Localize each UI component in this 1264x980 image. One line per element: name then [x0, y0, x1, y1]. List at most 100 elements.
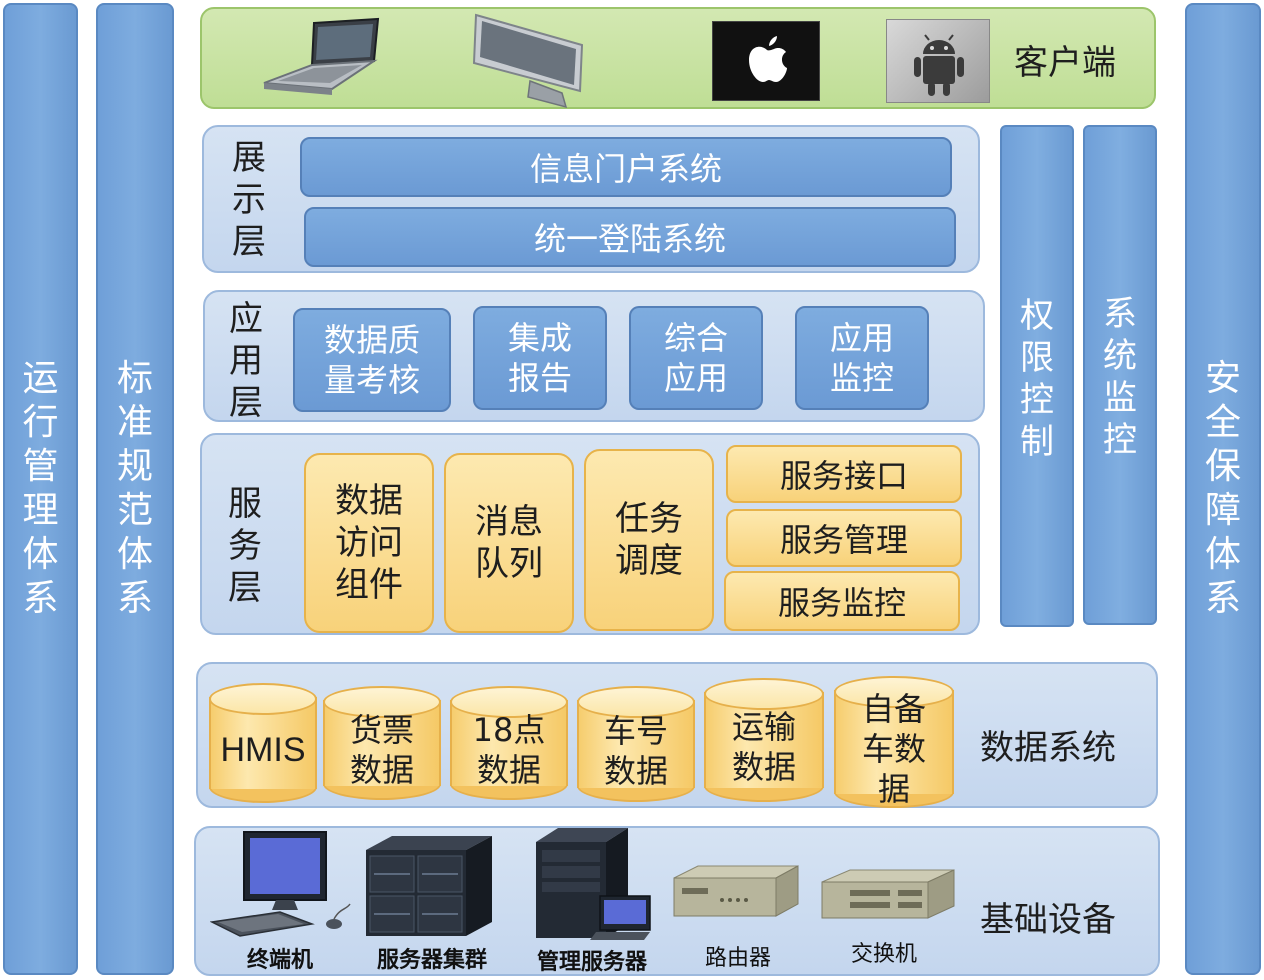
app-box-report: 集成 报告	[473, 306, 607, 410]
ops-management-pillar: 运行管理体系	[3, 3, 78, 975]
terminal-label: 终端机	[246, 948, 313, 973]
app-box-monitor-text: 应用 监控	[829, 319, 894, 397]
application-layer-label-char: 层	[229, 383, 263, 423]
service-monitor-text: 服务监控	[777, 584, 906, 622]
application-layer-label-char: 应	[229, 299, 263, 339]
permission-text: 权限控制	[1002, 295, 1072, 463]
task-scheduling-text: 任务 调度	[615, 499, 683, 581]
security-char: 系	[1204, 578, 1241, 619]
service-layer-label-char: 层	[228, 568, 262, 608]
app-box-quality-text: 数据质 量考核	[323, 321, 420, 399]
security-text: 安全保障体系	[1205, 357, 1241, 621]
app-box-quality: 数据质 量考核	[293, 308, 451, 412]
switch-label: 交换机	[850, 942, 917, 967]
standards-char: 标	[116, 358, 153, 399]
data-access-component: 数据 访问 组件	[304, 453, 434, 633]
application-layer-label-char: 用	[229, 341, 263, 381]
permission-char: 制	[1020, 422, 1054, 462]
permission-pillar: 权限控制	[1000, 125, 1074, 627]
security-char: 全	[1204, 402, 1241, 443]
router-label: 路由器	[704, 946, 771, 971]
data-store-cylinder: 18点 数据	[450, 686, 568, 800]
ops-management-char: 运	[22, 358, 59, 399]
system-monitor-char: 控	[1103, 420, 1137, 460]
info-portal-bar: 信息门户系统	[300, 137, 952, 197]
data-store-cylinder: 自备 车数 据	[834, 676, 954, 808]
data-store-label: 18点 数据	[472, 711, 546, 789]
data-system-title: 数据系统	[980, 728, 1116, 768]
system-monitor-pillar: 系统监控	[1083, 125, 1157, 625]
standards-char: 规	[116, 446, 153, 487]
management-server-icon	[536, 828, 651, 940]
data-store-cylinder: 车号 数据	[577, 686, 695, 802]
message-queue-text: 消息 队列	[475, 502, 543, 584]
system-monitor-char: 统	[1103, 336, 1137, 376]
standards-char: 准	[116, 402, 153, 443]
data-store-label: HMIS	[220, 731, 306, 769]
data-store-label: 车号 数据	[603, 712, 668, 790]
ops-management-char: 理	[22, 490, 59, 531]
server-cluster-label: 服务器集群	[376, 948, 487, 973]
service-layer-label: 服务层	[228, 483, 262, 609]
service-management-text: 服务管理	[779, 521, 908, 559]
ops-management-char: 行	[22, 402, 59, 443]
app-box-report-text: 集成 报告	[507, 319, 572, 397]
standards-pillar: 标准规范体系	[96, 3, 174, 975]
message-queue: 消息 队列	[444, 453, 574, 633]
standards-text: 标准规范体系	[117, 357, 153, 621]
presentation-layer-label: 展示层	[232, 137, 266, 263]
application-layer: 应用层 数据质 量考核 集成 报告 综合 应用 应用 监控	[203, 290, 985, 424]
system-monitor-char: 监	[1103, 378, 1137, 418]
data-store-cylinder: HMIS	[209, 683, 317, 803]
client-band: 客户端	[200, 7, 1156, 109]
app-box-integrated: 综合 应用	[629, 306, 763, 410]
service-layer-label-char: 服	[228, 484, 262, 524]
info-portal-text: 信息门户系统	[529, 150, 722, 188]
permission-char: 控	[1020, 380, 1054, 420]
client-title: 客户端	[1014, 43, 1116, 83]
unified-login-text: 统一登陆系统	[533, 220, 726, 258]
standards-char: 体	[116, 534, 153, 575]
application-layer-label: 应用层	[229, 298, 263, 424]
router-icon	[673, 865, 799, 917]
security-pillar: 安全保障体系	[1185, 3, 1261, 975]
infrastructure-title: 基础设备	[980, 900, 1116, 940]
ops-management-char: 系	[22, 578, 59, 619]
terminal-computer-icon	[210, 831, 351, 937]
presentation-layer-label-char: 示	[232, 180, 266, 220]
service-layer: 服务层 数据 访问 组件 消息 队列 任务 调度 服务接口 服务管理 服务监控	[200, 433, 980, 635]
service-interface-text: 服务接口	[779, 457, 908, 495]
service-interface-bar: 服务接口	[726, 445, 962, 503]
android-icon	[886, 19, 990, 103]
data-store-cylinder: 货票 数据	[323, 686, 441, 800]
security-char: 障	[1204, 490, 1241, 531]
data-access-text: 数据 访问 组件	[335, 481, 403, 605]
task-scheduling: 任务 调度	[584, 449, 714, 631]
monitor-icon	[472, 13, 584, 109]
data-store-label: 货票 数据	[349, 711, 414, 789]
ops-management-char: 体	[22, 534, 59, 575]
permission-char: 权	[1020, 296, 1054, 336]
permission-char: 限	[1020, 338, 1054, 378]
presentation-layer: 展示层 信息门户系统 统一登陆系统	[202, 125, 980, 273]
presentation-layer-label-char: 层	[232, 222, 266, 262]
laptop-icon	[263, 17, 380, 95]
ops-management-char: 管	[22, 446, 59, 487]
unified-login-bar: 统一登陆系统	[304, 207, 956, 267]
server-cluster-icon	[366, 836, 492, 936]
app-box-integrated-text: 综合 应用	[663, 319, 728, 397]
presentation-layer-label-char: 展	[232, 138, 266, 178]
system-monitor-text: 系统监控	[1085, 293, 1155, 461]
service-management-bar: 服务管理	[726, 509, 962, 567]
switch-icon	[821, 869, 955, 919]
system-monitor-char: 系	[1103, 294, 1137, 334]
management-server-label: 管理服务器	[536, 950, 647, 975]
service-monitor-bar: 服务监控	[724, 571, 960, 631]
service-layer-label-char: 务	[228, 526, 262, 566]
standards-char: 系	[116, 578, 153, 619]
data-store-label: 运输 数据	[731, 708, 796, 786]
security-char: 保	[1204, 446, 1241, 487]
data-store-cylinder: 运输 数据	[704, 678, 824, 802]
security-char: 安	[1204, 358, 1241, 399]
ops-management-text: 运行管理体系	[22, 357, 58, 621]
